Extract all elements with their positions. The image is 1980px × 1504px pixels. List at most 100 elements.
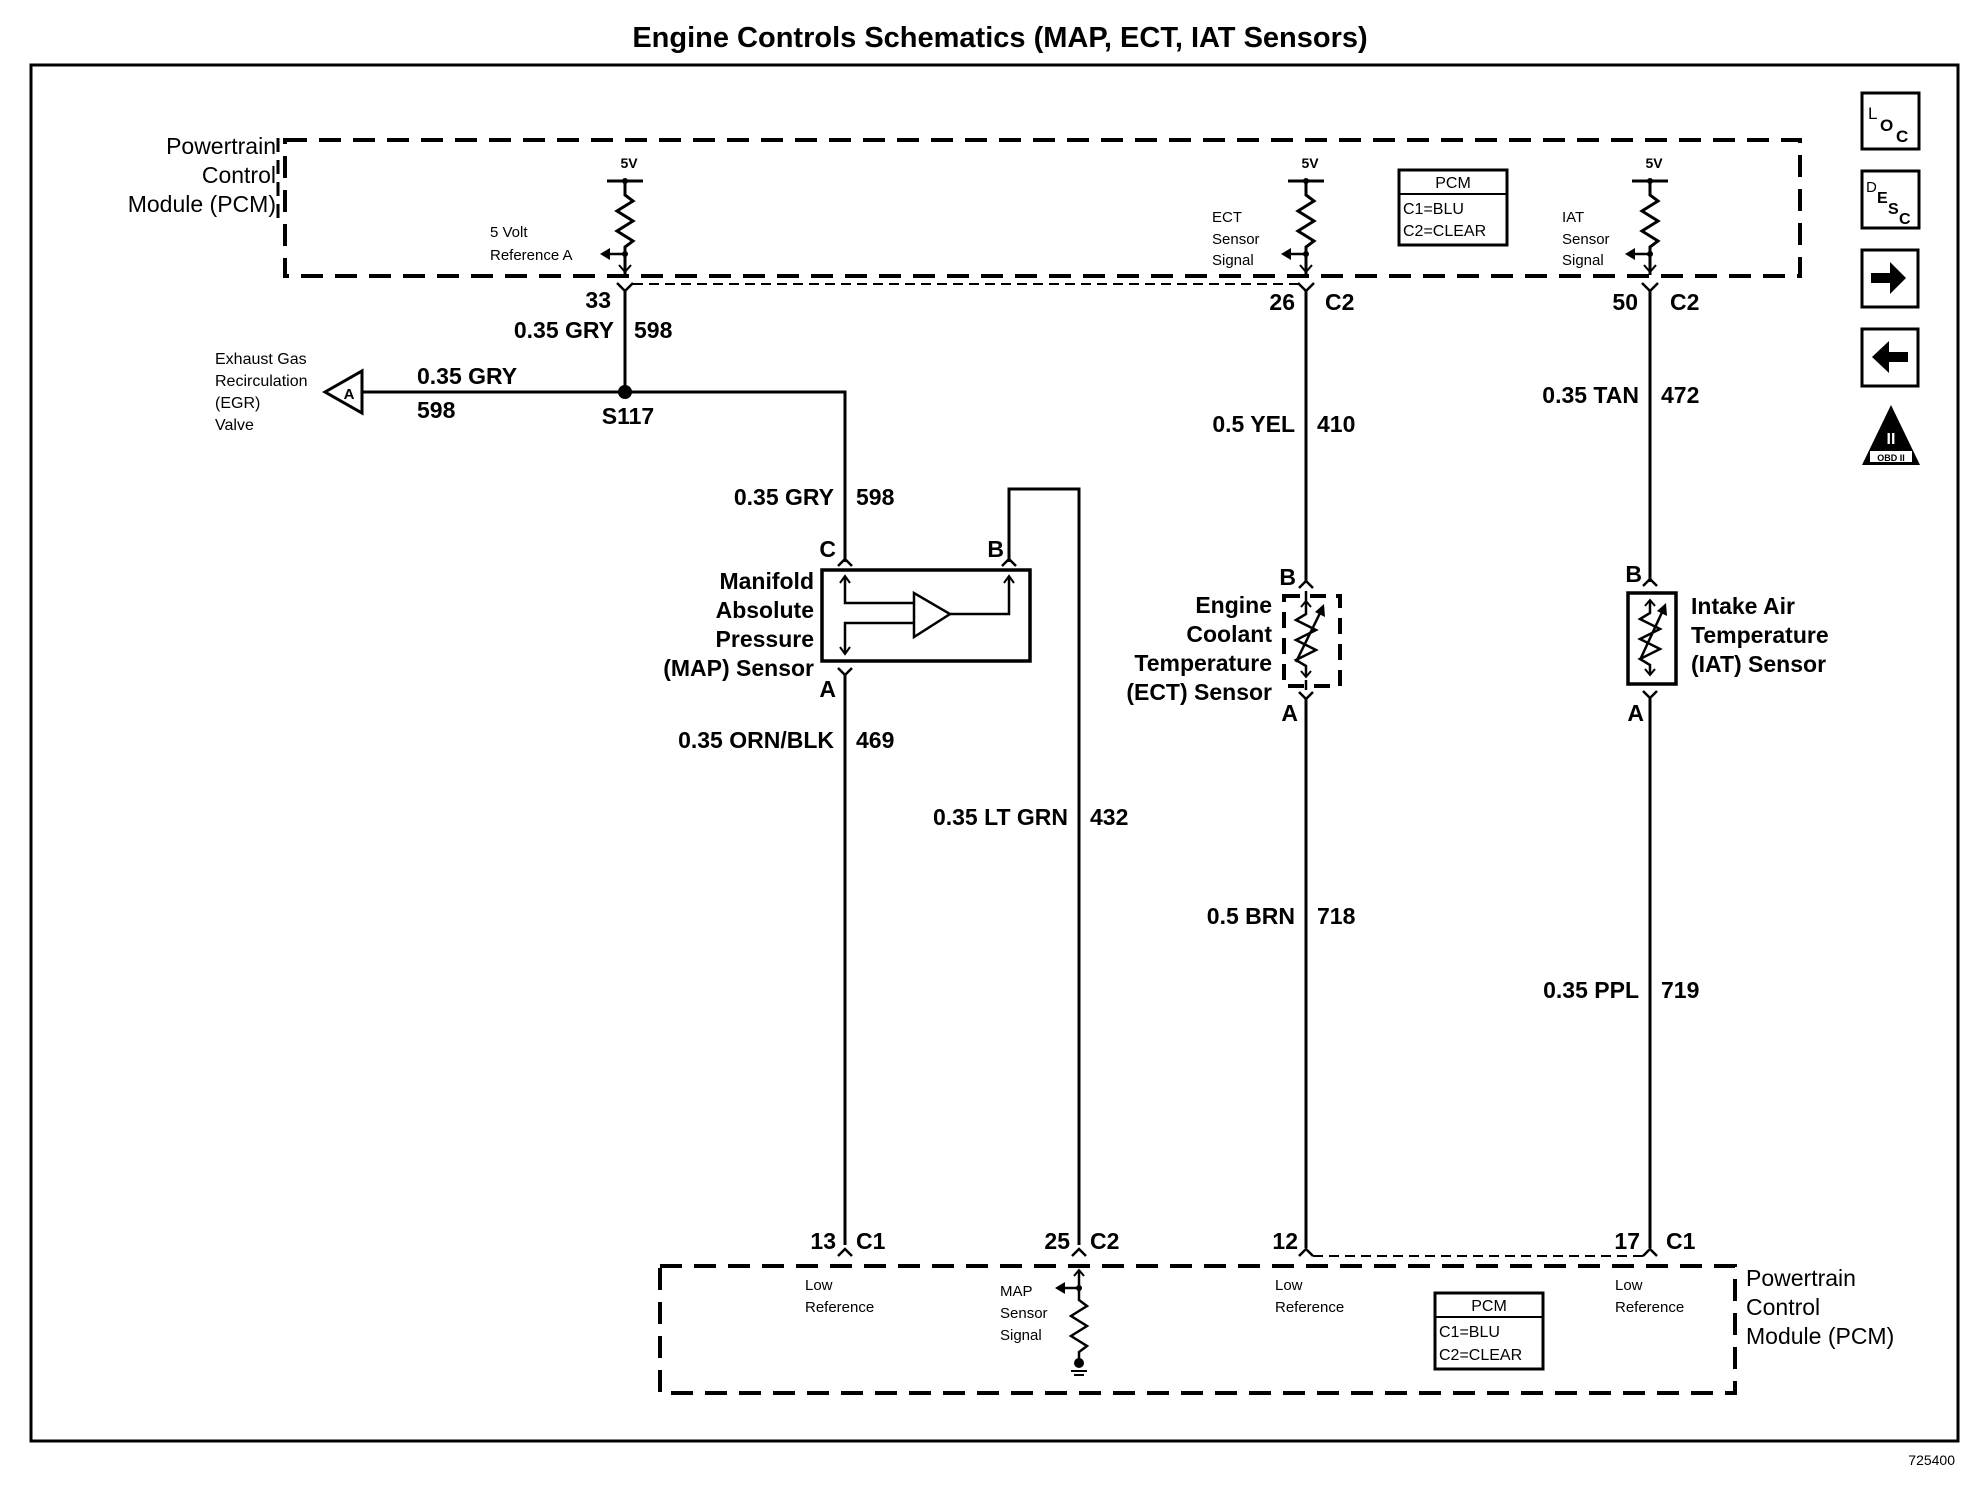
obd-caption: OBD II [1877,453,1905,463]
wire-circuit: 598 [856,484,895,510]
wire-label: 0.35 GRY [514,317,614,343]
low-ref-label: Reference [1275,1299,1344,1316]
loc-icon[interactable]: L O C [1860,91,1921,151]
sensor-label: (MAP) Sensor [663,655,814,681]
pcm-bottom-legend-row: C1=BLU [1439,1324,1500,1341]
pcm-top-legend-row: C2=CLEAR [1403,223,1486,240]
connector-id: C1 [1666,1228,1696,1254]
egr-label: Valve [215,417,254,434]
voltage-label: 5V [1645,155,1663,171]
ect-signal-label: Signal [1212,252,1254,269]
pin-label: B [1625,561,1642,587]
map-5v-reference: 5V 5 Volt Reference A [490,155,643,275]
pin-label: B [1279,564,1296,590]
map-signal-label: Signal [1000,1327,1042,1344]
wire-circuit: 472 [1661,382,1699,408]
connector-id: C1 [856,1228,886,1254]
voltage-label: 5V [1301,155,1319,171]
wire-label: 0.35 PPL [1543,977,1639,1003]
loc-letter: O [1880,116,1893,135]
pin-number: 13 [810,1228,836,1254]
sensor-label: (ECT) Sensor [1126,679,1272,705]
wire-label: 0.35 TAN [1542,382,1639,408]
iat-signal-label: Sensor [1562,231,1610,248]
desc-letter: C [1899,211,1911,228]
wire-label: 0.35 ORN/BLK [678,727,834,753]
diagram-border [29,63,1960,1443]
pcm-top-module: Powertrain Control Module (PCM) PCM C1=B… [128,133,1802,278]
map-ref-label: Reference A [490,247,573,264]
obd-ii-icon[interactable]: II OBD II [1862,405,1920,465]
page-title: Engine Controls Schematics (MAP, ECT, IA… [632,22,1367,54]
wire-circuit: 718 [1317,903,1356,929]
pin-label: B [987,536,1004,562]
splice-label: S117 [602,403,654,429]
wire-label: 0.35 LT GRN [933,804,1068,830]
iat-signal-label: Signal [1562,252,1604,269]
low-ref-label: Reference [805,1299,874,1316]
connector-id: A [344,386,355,403]
sensor-label: Absolute [716,597,814,623]
pin-number: 12 [1272,1228,1298,1254]
wire-circuit: 598 [634,317,673,343]
pin-label: A [819,676,836,702]
pin-number: 26 [1269,289,1295,315]
desc-icon[interactable]: D E S C [1860,169,1921,230]
ect-sensor: B A Engine Coolant Temperature (ECT) Sen… [1126,564,1342,726]
sensor-label: (IAT) Sensor [1691,651,1826,677]
wire-label: 0.5 BRN [1207,903,1295,929]
top-connectors: 33 26 C2 50 C2 [585,282,1699,315]
pcm-top-boundary [283,138,1802,278]
pcm-bottom-boundary [658,1264,1737,1395]
pcm-top-label-1: Powertrain [166,133,276,159]
pcm-top-legend-header: PCM [1435,175,1471,192]
ect-5v-pullup: 5V ECT Sensor Signal [1212,155,1324,275]
sensor-label: Temperature [1691,622,1829,648]
pin-label: A [1627,700,1644,726]
map-signal-label: MAP [1000,1283,1033,1300]
sensor-label: Intake Air [1691,593,1795,619]
egr-connector-a: A [321,368,364,416]
wire-circuit: 432 [1090,804,1128,830]
wire-circuit: 410 [1317,411,1355,437]
pcm-top-legend-row: C1=BLU [1403,201,1464,218]
low-ref-label: Reference [1615,1299,1684,1316]
desc-letter: E [1877,190,1888,207]
pcm-bottom-module: 13 C1 25 C2 12 17 C1 Low Reference MAP S… [658,1228,1894,1395]
wire-label: 0.5 YEL [1212,411,1295,437]
sensor-label: Manifold [719,568,814,594]
desc-letter: D [1866,179,1877,196]
pcm-bottom-label: Module (PCM) [1746,1323,1894,1349]
wire-label: 0.35 GRY [734,484,834,510]
pcm-top-label-3: Module (PCM) [128,191,276,217]
egr-label: (EGR) [215,395,260,412]
connector-id: C2 [1090,1228,1119,1254]
wire-circuit: 598 [417,397,456,423]
map-ref-label: 5 Volt [490,224,528,241]
iat-sensor: B A Intake Air Temperature (IAT) Sensor [1625,561,1828,726]
map-signal-label: Sensor [1000,1305,1048,1322]
ect-signal-label: ECT [1212,209,1242,226]
pin-number: 17 [1614,1228,1640,1254]
pcm-bottom-label: Control [1746,1294,1820,1320]
ect-signal-label: Sensor [1212,231,1260,248]
egr-label: Exhaust Gas [215,351,307,368]
low-ref-label: Low [805,1277,833,1294]
wire-circuit: 469 [856,727,894,753]
connector-id: C2 [1670,289,1699,315]
pin-label: C [819,536,836,562]
sensor-label: Coolant [1186,621,1272,647]
next-arrow-icon[interactable] [1860,248,1920,309]
egr-label: Recirculation [215,373,307,390]
low-ref-label: Low [1615,1277,1643,1294]
pcm-bottom-label: Powertrain [1746,1265,1856,1291]
wire-map-ref-598 [625,390,847,562]
low-ref-label: Low [1275,1277,1303,1294]
figure-id: 725400 [1908,1452,1955,1468]
obd-roman: II [1887,431,1896,448]
iat-signal-label: IAT [1562,209,1584,226]
sensor-label: Temperature [1134,650,1272,676]
prev-arrow-icon[interactable] [1860,327,1920,388]
voltage-label: 5V [620,155,638,171]
